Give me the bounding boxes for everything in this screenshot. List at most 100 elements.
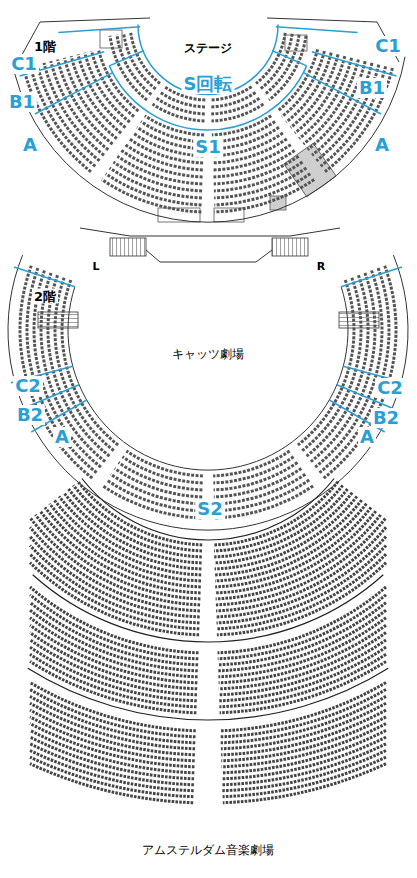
seat-row [30,764,193,803]
seat-row [30,703,195,749]
seat-row [312,63,372,155]
section-label: B2 [371,408,401,428]
seat-row [223,764,386,803]
section-label: S1 [193,137,223,157]
divider-line [276,27,358,33]
seat-row [30,554,199,629]
section-label: C2 [375,378,405,398]
seat-row [30,545,200,623]
seat-row [129,139,203,163]
seat-row [222,751,386,791]
seat-row [30,751,194,791]
section-label: A [373,135,391,155]
seat-row [324,266,396,478]
outline [146,250,272,262]
seat-row [325,68,392,172]
outline [80,228,340,236]
section-label: C1 [9,54,39,74]
section-label: B1 [7,92,37,112]
seat-row [30,66,95,166]
seat-row [98,49,138,111]
seat-row [217,563,386,635]
seat-row [30,757,193,797]
seat-row [27,268,97,473]
seat-row [55,278,114,451]
seat-row [82,479,334,541]
seat-row [64,58,117,139]
seat-row [102,180,202,212]
divider-line [14,267,75,287]
seat-row [222,737,386,779]
seat-row [138,24,278,94]
seat-row [28,668,388,720]
area-label: 1階 [32,39,58,54]
area-label: 2階 [32,289,58,304]
seat-row [211,93,256,107]
seat-row [20,266,92,478]
area-label: R [315,260,327,273]
seat-row [302,278,361,451]
seat-row [265,35,300,95]
area-label: ステージ [182,41,234,55]
seat-row [24,68,91,172]
seat-row [119,463,203,490]
seat-row [117,156,202,184]
outline [18,18,399,62]
seat-rows [8,33,408,803]
stairs [38,312,78,328]
seat-row [215,180,315,212]
section-label: A [358,427,376,447]
seat-row [303,60,358,145]
seat-row [220,661,386,712]
section-label: B2 [15,405,45,425]
section-label: B1 [357,78,387,98]
seat-row [215,504,366,581]
seat-row [68,287,348,470]
seat-row [315,271,382,468]
section-label: A [53,427,71,447]
seat-row [213,145,291,170]
caption: アムステルダム音楽劇場 [140,843,276,857]
seat-row [8,255,408,530]
seat-row [222,744,386,785]
seat-row [213,451,290,476]
section-label: C1 [373,36,403,56]
divider-line [58,27,140,33]
seat-row [213,139,287,163]
seat-row [213,133,283,156]
seat-row [78,482,202,545]
seat-row [311,273,375,462]
divider-line [272,50,307,65]
stairs [110,238,146,256]
seat-row [44,63,104,155]
area-label: キャッツ劇場 [170,347,246,361]
seat-row [117,35,151,95]
seat-row [11,57,405,222]
section-label: C2 [13,376,43,396]
seat-row [30,563,199,635]
seat-row [37,65,99,161]
seat-row [33,575,384,642]
seat-row [109,66,306,130]
section-dividers [11,24,405,432]
seat-row [298,280,354,445]
section-label: S回転 [182,74,235,94]
seat-row [30,661,196,712]
seat-row [64,493,202,563]
seat-row [30,744,194,785]
seat-row [30,710,195,755]
section-label: S2 [195,499,225,519]
seat-row [223,757,386,797]
divider-line [341,267,402,287]
seat-row [30,737,194,779]
seat-row [103,486,201,518]
seat-row [215,486,314,518]
area-label: L [90,260,101,273]
seat-row [217,554,386,629]
divider-line [109,50,144,65]
divider-line [35,73,113,114]
seat-row [62,280,118,445]
stairs [272,238,308,256]
seat-row [282,51,325,117]
section-label: A [21,135,39,155]
